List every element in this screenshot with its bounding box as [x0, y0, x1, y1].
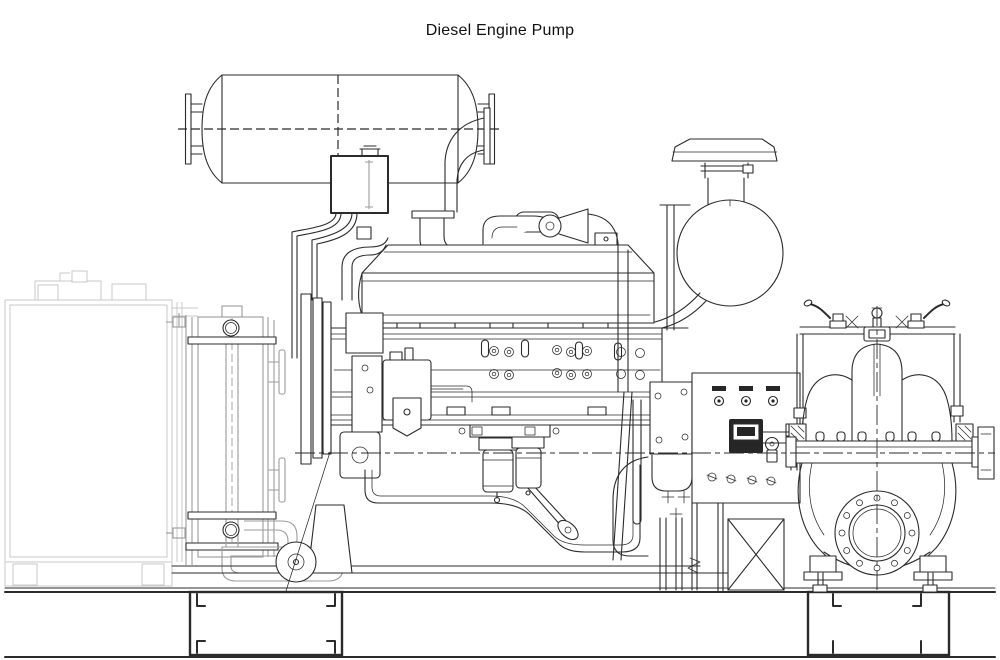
front-accessories: [300, 293, 432, 479]
radiator: [4, 270, 198, 587]
block-bolts: [489, 345, 645, 380]
left-foot: [188, 590, 344, 657]
gauge-plates: [712, 386, 780, 407]
air-cleaner: [654, 138, 784, 331]
heat-exchanger: [166, 305, 286, 565]
filter-bowl: [676, 199, 784, 307]
foundation-feet: [188, 572, 951, 657]
cross-brace-box: [727, 518, 785, 591]
expansion-tank: [291, 145, 389, 359]
valve-cover: [356, 226, 655, 324]
oil-pan: [364, 464, 641, 553]
drawing-title: Diesel Engine Pump: [425, 22, 575, 39]
fuel-filters: [458, 424, 560, 504]
right-foot: [806, 590, 951, 657]
diesel-engine: [275, 208, 693, 592]
air-elbow: [341, 237, 389, 301]
split-case-flange: [785, 423, 995, 480]
engine-controller: [729, 419, 763, 453]
rain-cap: [671, 138, 778, 162]
intake-turbo: [482, 208, 619, 245]
crank-pulley: [275, 451, 331, 592]
centrifugal-pump: [785, 299, 995, 600]
panel-bolts: [706, 472, 777, 486]
control-panel: [691, 372, 803, 593]
flywheel-housing: [612, 381, 693, 591]
